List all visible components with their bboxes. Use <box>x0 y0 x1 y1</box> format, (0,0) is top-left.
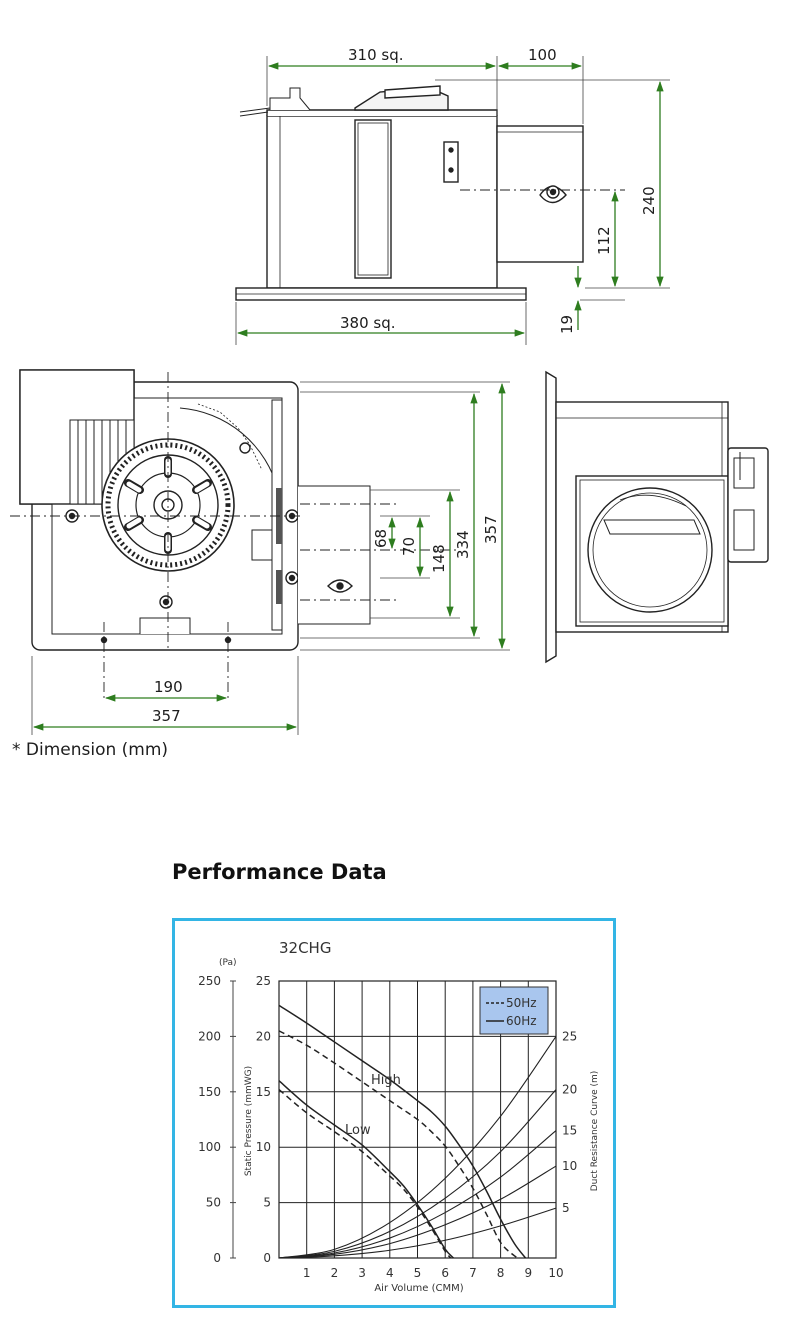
y-axis-label: Static Pressure (mmWG) <box>244 1066 254 1176</box>
duct-label-10: 10 <box>562 1159 577 1173</box>
annotation-high: High <box>371 1073 401 1088</box>
dimension-unit-note: * Dimension (mm) <box>12 740 169 760</box>
y-tick-label: 5 <box>263 1196 271 1210</box>
x-tick-label: 8 <box>497 1266 505 1280</box>
duct-label-25: 25 <box>562 1029 577 1043</box>
x-tick-label: 10 <box>548 1266 563 1280</box>
technical-drawing: 310 sq. 100 240 112 19 380 sq. <box>10 46 769 735</box>
plan-view <box>19 369 371 651</box>
plan-view-dimension-labels: 68 70 148 334 357 190 357 <box>152 515 500 725</box>
dim-148: 148 <box>430 544 448 573</box>
series-lines <box>278 1004 527 1259</box>
x-tick-label: 1 <box>303 1266 311 1280</box>
duct-end-view <box>545 370 769 664</box>
duct-curves: 5 10 15 20 25 <box>278 1029 577 1259</box>
series-high-60hz <box>278 1004 527 1259</box>
y-tick-label: 15 <box>256 1085 271 1099</box>
duct-curve-20 <box>278 1089 557 1259</box>
x-tick-label: 2 <box>331 1266 339 1280</box>
pa-tick-label: 250 <box>198 974 221 988</box>
dim-70: 70 <box>400 537 418 556</box>
duct-curve-5 <box>278 1207 557 1259</box>
dim-357-horizontal: 357 <box>152 707 181 725</box>
pa-tick-label: 200 <box>198 1029 221 1043</box>
dim-190: 190 <box>154 678 183 696</box>
y2-axis-label: Duct Resistance Curve (m) <box>590 1071 600 1192</box>
x-tick-label: 9 <box>524 1266 532 1280</box>
duct-curve-10 <box>278 1165 557 1259</box>
y-tick-label: 0 <box>263 1251 271 1265</box>
y-tick-label: 10 <box>256 1140 271 1154</box>
top-view-dimension-labels: 310 sq. 100 240 112 19 380 sq. <box>340 46 658 334</box>
pa-tick-label: 100 <box>198 1140 221 1154</box>
side-elevation-view <box>235 85 584 301</box>
x-tick-label: 4 <box>386 1266 394 1280</box>
duct-label-15: 15 <box>562 1124 577 1138</box>
pa-unit-label: (Pa) <box>219 958 237 968</box>
dim-357-vertical: 357 <box>482 515 500 544</box>
performance-chart-svg: 32CHG (Pa) Static Pressure (mmWG) Duct R… <box>198 939 600 1294</box>
dim-19: 19 <box>558 315 576 334</box>
x-tick-label: 7 <box>469 1266 477 1280</box>
pa-tick-label: 50 <box>206 1196 221 1210</box>
series-low-50hz <box>278 1089 452 1259</box>
performance-title: Performance Data <box>172 860 387 884</box>
y-tick-label: 25 <box>256 974 271 988</box>
series-high-50hz <box>278 1030 521 1259</box>
annotation-low: Low <box>345 1123 371 1138</box>
x-tick-label: 3 <box>358 1266 366 1280</box>
dim-310: 310 sq. <box>348 46 404 64</box>
dim-240: 240 <box>640 186 658 215</box>
performance-chart: 32CHG (Pa) Static Pressure (mmWG) Duct R… <box>172 918 616 1308</box>
dim-100: 100 <box>528 46 557 64</box>
series-low-60hz <box>278 1080 455 1259</box>
pa-tick-label: 0 <box>213 1251 221 1265</box>
pa-tick-label: 150 <box>198 1085 221 1099</box>
duct-curve-15 <box>278 1130 557 1259</box>
x-tick-label: 5 <box>414 1266 422 1280</box>
legend-50hz: 50Hz <box>506 996 537 1010</box>
duct-label-5: 5 <box>562 1201 570 1215</box>
dim-112: 112 <box>595 226 613 255</box>
dim-334: 334 <box>454 530 472 559</box>
dim-380: 380 sq. <box>340 314 396 332</box>
plan-view-dimensions <box>31 381 510 735</box>
x-tick-label: 6 <box>441 1266 449 1280</box>
duct-label-20: 20 <box>562 1083 577 1097</box>
x-axis-label: Air Volume (CMM) <box>374 1283 463 1294</box>
top-view-dimensions <box>235 56 670 345</box>
legend: 50Hz 60Hz <box>479 986 549 1035</box>
y-tick-label: 20 <box>256 1029 271 1043</box>
chart-title: 32CHG <box>279 939 331 957</box>
duct-curve-25 <box>278 1036 557 1259</box>
legend-60hz: 60Hz <box>506 1014 537 1028</box>
dim-68: 68 <box>372 529 390 548</box>
plan-view-centerlines <box>10 372 460 700</box>
